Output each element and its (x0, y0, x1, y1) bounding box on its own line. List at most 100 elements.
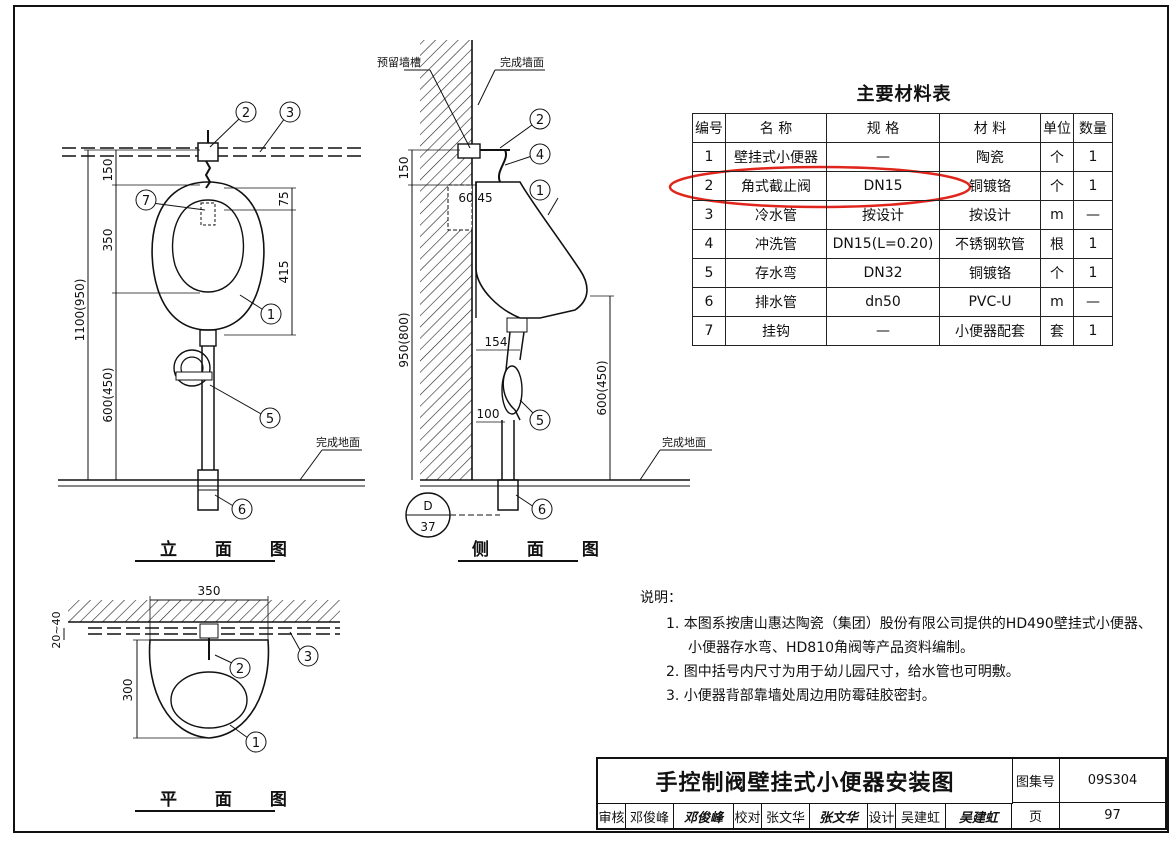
svg-text:3: 3 (286, 106, 294, 121)
svg-text:5: 5 (536, 414, 544, 429)
page-number: 97 (1104, 808, 1121, 823)
note-1: 1. 本图系按唐山惠达陶瓷（集团）股份有限公司提供的HD490壁挂式小便器、 (666, 616, 1152, 632)
callout-6-elev: 6 (231, 498, 253, 520)
table-cell: — (826, 142, 940, 172)
svg-text:3: 3 (304, 650, 312, 665)
design-label: 设计 (868, 803, 896, 829)
svg-text:150: 150 (101, 159, 115, 182)
svg-text:350: 350 (198, 584, 221, 598)
svg-text:7: 7 (142, 194, 150, 209)
callout-3-elev: 3 (279, 101, 301, 123)
svg-text:4: 4 (536, 148, 544, 163)
svg-text:2: 2 (242, 106, 250, 121)
table-cell: 2 (692, 171, 726, 201)
table-cell: m (1040, 200, 1074, 230)
table-cell: 不锈钢软管 (939, 229, 1041, 259)
review-signature: 邓俊峰 (674, 803, 734, 829)
table-cell: — (826, 316, 940, 346)
elevation-view (58, 117, 365, 511)
side-view (404, 40, 712, 538)
col-header: 规 格 (826, 113, 940, 143)
svg-text:20~40: 20~40 (50, 611, 63, 648)
table-cell: 小便器配套 (939, 316, 1041, 346)
col-header: 数量 (1073, 113, 1113, 143)
callout-3-plan: 3 (297, 645, 319, 667)
svg-text:1: 1 (267, 308, 275, 323)
table-cell: 4 (692, 229, 726, 259)
svg-text:415: 415 (277, 261, 291, 284)
table-cell: 1 (1073, 316, 1113, 346)
svg-text:154: 154 (485, 335, 508, 349)
view-title-elevation: 立 面 图 (160, 540, 303, 560)
svg-text:5: 5 (266, 412, 274, 427)
view-title-plan: 平 面 图 (160, 790, 303, 810)
svg-text:2: 2 (236, 662, 244, 677)
sheet-border (13, 5, 1169, 833)
table-cell: 铜镀铬 (939, 258, 1041, 288)
title-block: 手控制阀壁挂式小便器安装图 图集号 09S304 页 97 审核 邓俊峰 邓俊峰… (596, 757, 1167, 830)
table-cell: DN15(L=0.20) (826, 229, 940, 259)
svg-text:60: 60 (458, 191, 473, 205)
notes-block: 说明： 1. 本图系按唐山惠达陶瓷（集团）股份有限公司提供的HD490壁挂式小便… (640, 586, 1152, 708)
callout-6-side: 6 (531, 498, 553, 520)
table-cell: 角式截止阀 (725, 171, 827, 201)
table-cell: 1 (1073, 171, 1113, 201)
note-2: 2. 图中括号内尺寸为用于幼儿园尺寸，给水管也可明敷。 (666, 664, 1020, 680)
atlas-label: 图集号 (1012, 759, 1060, 803)
table-header-row: 编号 名 称 规 格 材 料 单位 数量 (692, 113, 1113, 143)
atlas-number: 09S304 (1060, 759, 1165, 803)
table-cell: 陶瓷 (939, 142, 1041, 172)
svg-text:1: 1 (536, 184, 544, 199)
col-header: 单位 (1040, 113, 1074, 143)
table-cell: — (1073, 200, 1113, 230)
callout-1-side: 1 (529, 179, 551, 201)
drawing-title: 手控制阀壁挂式小便器安装图 (598, 759, 1013, 804)
table-cell: 个 (1040, 258, 1074, 288)
col-header: 编号 (692, 113, 726, 143)
callout-2-elev: 2 (235, 101, 257, 123)
review-name: 邓俊峰 (626, 803, 674, 829)
notes-heading: 说明： (640, 590, 682, 606)
callout-1-plan: 1 (245, 731, 267, 753)
callout-2-side: 2 (529, 108, 551, 130)
view-title-underline (135, 560, 275, 562)
table-cell: 存水弯 (725, 258, 827, 288)
check-signature: 张文华 (810, 803, 868, 829)
label-reserved-groove: 预留墙槽 (377, 55, 421, 69)
table-cell: dn50 (826, 287, 940, 317)
table-cell: DN32 (826, 258, 940, 288)
view-title-underline (458, 560, 578, 562)
callout-7-elev: 7 (135, 189, 157, 211)
table-cell: DN15 (826, 171, 940, 201)
callout-1-elev: 1 (260, 303, 282, 325)
svg-text:100: 100 (477, 407, 500, 421)
table-cell: 按设计 (939, 200, 1041, 230)
svg-text:300: 300 (121, 679, 135, 702)
callout-4-side: 4 (529, 143, 551, 165)
svg-text:2: 2 (536, 113, 544, 128)
table-cell: 个 (1040, 171, 1074, 201)
table-cell: PVC-U (939, 287, 1041, 317)
label-finished-floor-elev: 完成地面 (316, 435, 360, 449)
svg-text:350: 350 (101, 229, 115, 252)
design-signature: 吴建虹 (946, 803, 1012, 829)
view-title-underline (135, 810, 275, 812)
table-cell: 6 (692, 287, 726, 317)
table-cell: 排水管 (725, 287, 827, 317)
label-finished-wall: 完成墙面 (500, 55, 544, 69)
label-finished-floor-side: 完成地面 (662, 435, 706, 449)
materials-title: 主要材料表 (856, 84, 952, 105)
svg-text:600(450): 600(450) (595, 360, 609, 415)
detail-symbol-bottom: 37 (420, 520, 435, 534)
table-cell: — (1073, 287, 1113, 317)
table-cell: 根 (1040, 229, 1074, 259)
table-cell: 1 (1073, 142, 1113, 172)
table-cell: 冲洗管 (725, 229, 827, 259)
